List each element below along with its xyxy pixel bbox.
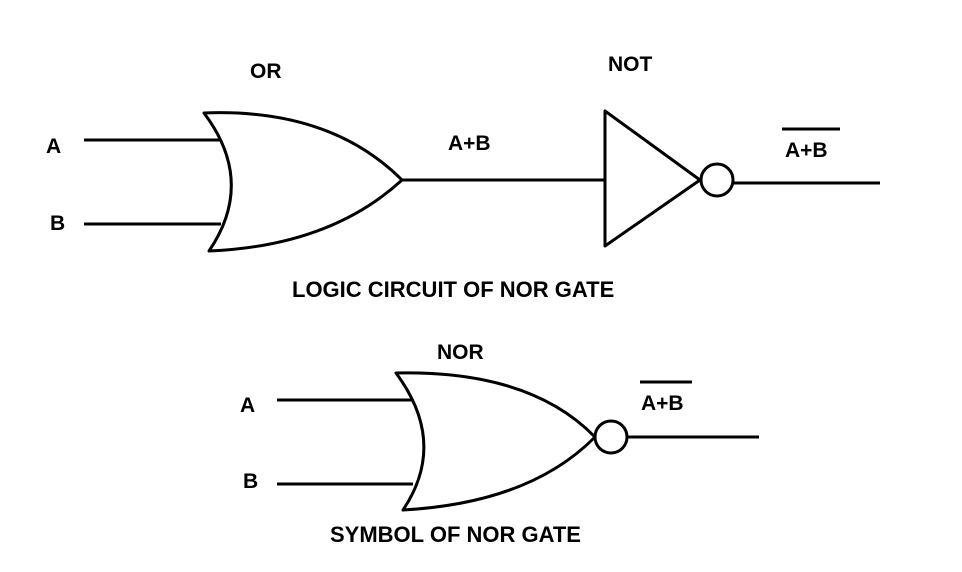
nor-gate-shape [394, 371, 597, 512]
input-b-label: B [50, 212, 65, 235]
or-gate-label: OR [250, 60, 282, 83]
symbol-output-label: A+B [641, 392, 684, 415]
intermediate-output-label: A+B [448, 132, 491, 155]
inversion-bubble [699, 162, 735, 198]
not-gate-label: NOT [608, 53, 653, 76]
symbol-input-a-label: A [240, 394, 255, 417]
input-a-label: A [46, 135, 61, 158]
circuit-caption: LOGIC CIRCUIT OF NOR GATE [292, 277, 614, 302]
nor-symbol: NOR A B A+B SYMBOL OF NOR GATE [240, 341, 759, 547]
symbol-input-b-label: B [243, 470, 258, 493]
not-gate-triangle [603, 109, 702, 248]
symbol-caption: SYMBOL OF NOR GATE [330, 522, 581, 547]
nor-gate-label: NOR [437, 341, 484, 364]
logic-circuit: OR NOT A B A+B A+B LOGIC CIRCUIT OF NOR … [46, 53, 880, 302]
symbol-inversion-bubble [593, 419, 629, 455]
or-gate-shape [202, 111, 404, 253]
final-output-label: A+B [785, 139, 828, 162]
